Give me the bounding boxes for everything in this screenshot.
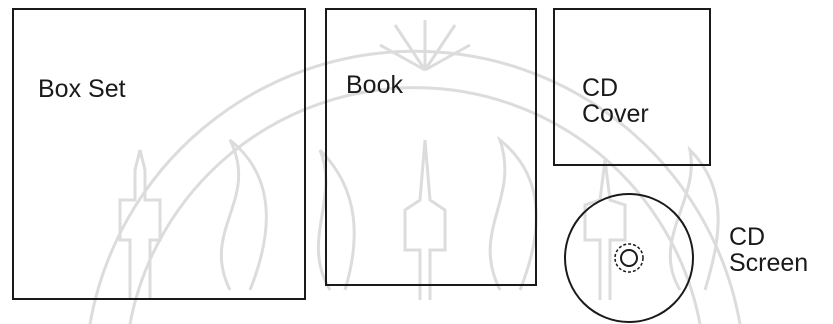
cd-disc-center-hole [621, 250, 637, 266]
book-label: Book [346, 72, 403, 99]
cd-disc-hub-ring [615, 244, 643, 272]
cd-cover-label-line1: CD [582, 75, 618, 102]
cd-cover-frame [553, 8, 711, 166]
box-set-frame [12, 8, 306, 300]
cd-disc-outer-ring [565, 194, 693, 322]
cd-cover-label-line2: Cover [582, 101, 649, 128]
cd-screen-label-line1: CD [729, 224, 765, 251]
book-frame [325, 8, 537, 286]
cd-disc-icon [556, 190, 706, 324]
box-set-label: Box Set [38, 76, 126, 103]
cd-screen-label-line2: Screen [729, 250, 808, 277]
